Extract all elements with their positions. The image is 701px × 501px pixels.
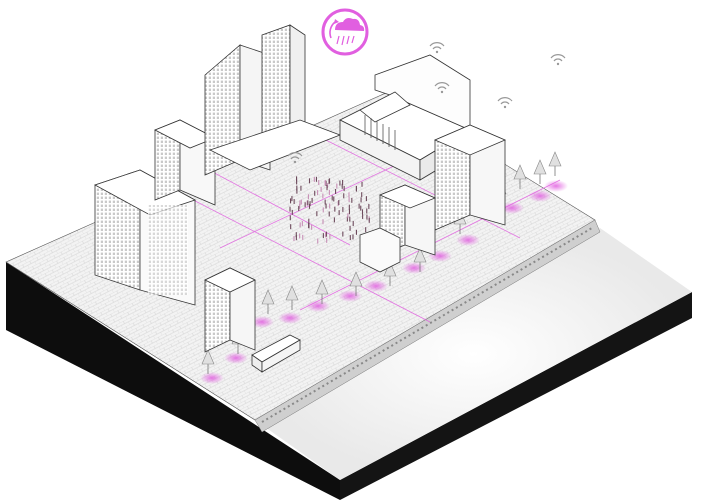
light-glow (456, 234, 480, 246)
light-glow (544, 180, 568, 192)
light-glow (278, 312, 302, 324)
light-glow (528, 190, 552, 202)
light-glow (306, 300, 330, 312)
light-glow (364, 280, 388, 292)
tree (534, 160, 546, 184)
light-glow (200, 372, 224, 384)
light-glow (224, 352, 248, 364)
rain-cloud-cycle-icon (323, 10, 367, 54)
wifi-icon (551, 55, 565, 66)
light-glow (338, 290, 362, 302)
wifi-icon (498, 98, 512, 109)
tree (549, 152, 561, 176)
wifi-icon (430, 43, 444, 54)
light-glow (402, 262, 426, 274)
building-right-tower (435, 125, 505, 230)
building-front-left (205, 268, 255, 352)
